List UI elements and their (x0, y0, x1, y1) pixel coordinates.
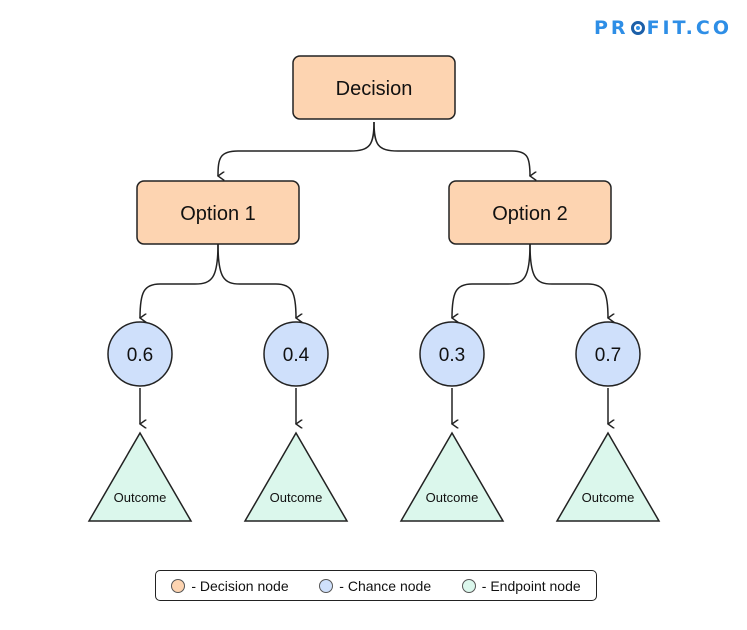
chance-node-1-probability: 0.6 (127, 345, 153, 366)
decision-node-root: Decision (292, 55, 456, 120)
endpoint-node-1: Outcome (87, 431, 193, 522)
brand-logo: PR FIT.CO (594, 16, 732, 40)
chance-node-1-circle (107, 321, 173, 387)
connector-option-1-chance-1 (140, 243, 219, 318)
legend-item-chance: - Chance node (319, 578, 431, 594)
endpoint-node-2-label: Outcome (270, 490, 323, 505)
chance-node-3: 0.3 (419, 321, 485, 387)
chance-node-4: 0.7 (575, 321, 641, 387)
chance-node-swatch (319, 578, 334, 593)
endpoint-node-4-label: Outcome (582, 490, 635, 505)
decision-node-option-2-label: Option 2 (492, 203, 568, 225)
chance-node-2: 0.4 (263, 321, 329, 387)
legend-item-endpoint: - Endpoint node (461, 577, 581, 594)
logo-target-icon (630, 21, 645, 35)
logo-text-left: PR (594, 17, 629, 39)
connector-option-2-chance-4 (529, 243, 608, 318)
decision-node-option-1-label: Option 1 (180, 203, 256, 225)
endpoint-node-swatch (461, 578, 476, 593)
endpoint-node-3: Outcome (399, 431, 505, 522)
connector-root-option-2 (373, 121, 530, 176)
connector-option-2-chance-3 (452, 243, 531, 318)
chance-node-2-probability: 0.4 (283, 345, 310, 366)
endpoint-node-4: Outcome (555, 431, 661, 522)
decision-node-option-2: Option 2 (448, 180, 612, 245)
decision-node-option-1-box (136, 180, 300, 245)
chance-node-3-probability: 0.3 (439, 345, 465, 366)
endpoint-node-3-label: Outcome (426, 490, 479, 505)
legend-chance-label: - Chance node (339, 577, 432, 594)
endpoint-node-4-triangle (555, 431, 661, 522)
chance-node-1: 0.6 (107, 321, 173, 387)
connector-option-1-chance-2 (217, 243, 296, 318)
chance-node-4-circle (575, 321, 641, 387)
decision-node-root-label: Decision (336, 78, 413, 100)
legend-decision-label: - Decision node (191, 577, 289, 594)
chance-node-4-probability: 0.7 (595, 345, 621, 366)
endpoint-node-1-triangle (87, 431, 193, 522)
decision-node-option-2-box (448, 180, 612, 245)
logo-text-right: FIT.CO (646, 17, 732, 39)
endpoint-node-2-triangle (243, 431, 349, 522)
chance-node-3-circle (419, 321, 485, 387)
chance-node-2-circle (263, 321, 329, 387)
connectors (140, 121, 608, 424)
decision-node-swatch (171, 578, 186, 593)
connector-root-option-1 (218, 121, 375, 176)
endpoint-node-3-triangle (399, 431, 505, 522)
endpoint-node-2: Outcome (243, 431, 349, 522)
legend: - Decision node - Chance node - Endpoint… (155, 570, 597, 601)
decision-node-option-1: Option 1 (136, 180, 300, 245)
legend-endpoint-label: - Endpoint node (481, 577, 581, 594)
legend-item-decision: - Decision node (171, 577, 289, 594)
endpoint-node-1-label: Outcome (114, 490, 167, 505)
decision-node-root-box (292, 55, 456, 120)
